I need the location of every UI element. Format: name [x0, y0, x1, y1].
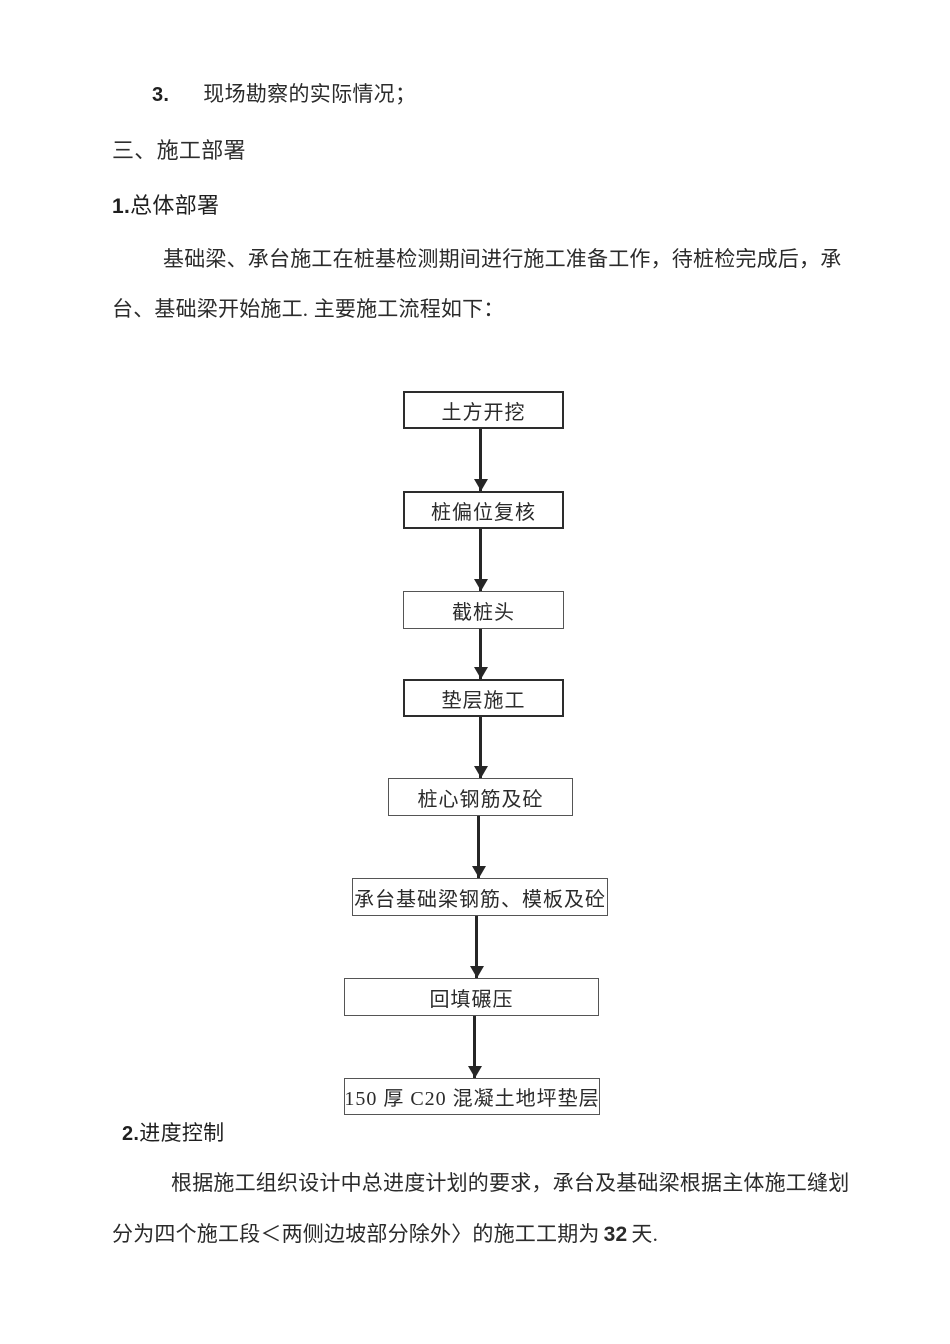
arrowhead-n6-n7: [470, 966, 484, 978]
subsection-2-index: 2.: [122, 1123, 140, 1145]
arrowhead-n7-n8: [468, 1066, 482, 1078]
paragraph-2-line-2-part-2: 天.: [631, 1222, 659, 1246]
connector-n5-n6: [477, 816, 480, 878]
connector-n2-n3: [479, 529, 482, 591]
paragraph-1-line-1: 基础梁、承台施工在桩基检测期间进行施工准备工作，待桩检完成后，承: [163, 247, 842, 271]
subsection-heading-1: 1.总体部署: [112, 188, 219, 220]
flow-node-pile-offset-recheck[interactable]: 桩偏位复核: [403, 491, 564, 529]
arrowhead-n1-n2: [474, 479, 488, 491]
connector-n6-n7: [475, 916, 478, 978]
subsection-heading-2: 2.进度控制: [122, 1117, 224, 1147]
flow-node-label: 垫层施工: [441, 689, 526, 712]
paragraph-2-line-1: 根据施工组织设计中总进度计划的要求，承台及基础梁根据主体施工缝划: [171, 1171, 850, 1195]
flow-node-label: 桩偏位复核: [431, 501, 536, 524]
flow-node-backfill-compaction[interactable]: 回填碾压: [344, 978, 599, 1016]
paragraph-1-line-2: 台、基础梁开始施工. 主要施工流程如下：: [112, 297, 505, 321]
flow-node-label: 截桩头: [452, 601, 515, 624]
list-item-3: 3. 现场勘察的实际情况；: [152, 78, 416, 108]
flow-node-pile-core-rebar-concrete[interactable]: 桩心钢筋及砼: [388, 778, 573, 816]
subsection-1-index: 1.: [112, 195, 131, 218]
flow-node-cushion-layer-construction[interactable]: 垫层施工: [403, 679, 564, 717]
connector-n4-n5: [479, 717, 482, 778]
arrowhead-n3-n4: [474, 667, 488, 679]
list-item-text: 现场勘察的实际情况；: [203, 82, 417, 106]
arrowhead-n2-n3: [474, 579, 488, 591]
subsection-1-title: 总体部署: [130, 193, 220, 218]
flow-node-earthwork-excavation[interactable]: 土方开挖: [403, 391, 564, 429]
flow-node-label: 回填碾压: [429, 988, 514, 1011]
flow-node-concrete-floor-cushion[interactable]: 150 厚 C20 混凝土地坪垫层: [344, 1078, 600, 1115]
connector-n3-n4: [479, 629, 482, 679]
flow-node-label: 土方开挖: [441, 401, 526, 424]
subsection-2-title: 进度控制: [139, 1121, 225, 1145]
construction-duration-days: 32: [603, 1223, 628, 1246]
arrowhead-n4-n5: [474, 766, 488, 778]
section-heading: 三、施工部署: [112, 138, 246, 163]
flow-node-label: 150 厚 C20 混凝土地坪垫层: [344, 1088, 600, 1110]
connector-n7-n8: [473, 1016, 476, 1078]
flow-node-pile-head-cutting[interactable]: 截桩头: [403, 591, 564, 629]
connector-n1-n2: [479, 429, 482, 491]
paragraph-2-line-2-part-1: 分为四个施工段＜两侧边坡部分除外〉的施工工期为: [112, 1222, 600, 1246]
arrowhead-n5-n6: [472, 866, 486, 878]
list-item-number: 3.: [152, 84, 170, 106]
flow-node-label: 桩心钢筋及砼: [417, 788, 544, 811]
flow-node-label: 承台基础梁钢筋、模板及砼: [354, 888, 606, 911]
flow-node-pilecap-beam-rebar-formwork-concrete[interactable]: 承台基础梁钢筋、模板及砼: [352, 878, 608, 916]
